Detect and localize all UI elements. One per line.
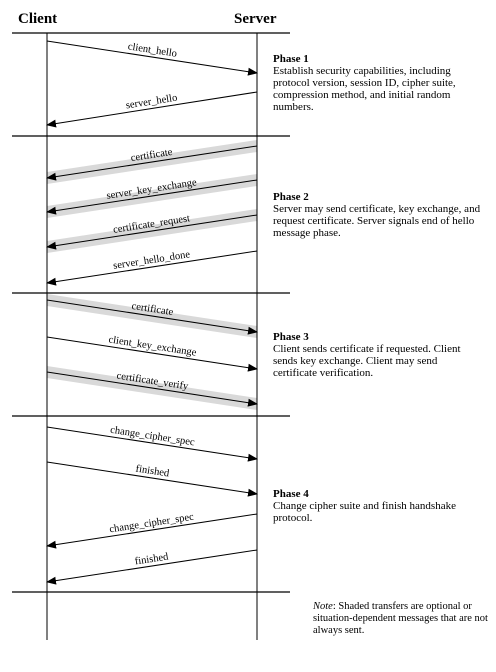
message-arrows: client_helloserver_hellocertificateserve…: [46, 40, 258, 585]
message-arrow: [46, 299, 258, 335]
note: Note: Shaded transfers are optional or s…: [313, 601, 488, 637]
phase-4-description: Change cipher suite and finish handshake…: [273, 500, 456, 524]
note-text: : Shaded transfers are optional or situa…: [313, 601, 488, 636]
phase-3-title: Phase 3: [273, 331, 309, 343]
message-arrow: [46, 336, 258, 372]
phase-4-block: Phase 4 Change cipher suite and finish h…: [273, 488, 483, 524]
message-arrow: [46, 179, 258, 215]
phase-4-title: Phase 4: [273, 488, 309, 500]
phase-1-block: Phase 1 Establish security capabilities,…: [273, 53, 483, 113]
message-arrow: [46, 250, 258, 286]
message-label: server_hello_done: [112, 249, 191, 272]
shaded-transfers: [47, 140, 257, 410]
message-label: client_key_exchange: [108, 334, 198, 358]
message-arrow: [46, 371, 258, 407]
message-arrow: [46, 426, 258, 462]
message-label: change_cipher_spec: [109, 512, 195, 536]
phase-2-block: Phase 2 Server may send certificate, key…: [273, 191, 483, 239]
server-header: Server: [234, 11, 277, 27]
phase-3-block: Phase 3 Client sends certificate if requ…: [273, 331, 483, 379]
message-arrow: [46, 513, 258, 549]
client-header: Client: [18, 11, 57, 27]
message-arrow: [46, 91, 258, 128]
phase-1-description: Establish security capabilities, includi…: [273, 65, 456, 113]
message-arrow: [46, 40, 258, 76]
message-arrow: [46, 214, 258, 250]
phase-2-title: Phase 2: [273, 191, 309, 203]
note-label: Note: [313, 601, 333, 612]
message-label: finished: [135, 464, 171, 480]
phase-3-description: Client sends certificate if requested. C…: [273, 343, 461, 379]
message-label: finished: [134, 551, 170, 567]
message-arrow: [46, 549, 258, 585]
message-arrow: [46, 461, 258, 497]
message-arrow: [46, 145, 258, 181]
phase-1-title: Phase 1: [273, 53, 309, 65]
message-label: change_cipher_spec: [109, 425, 195, 449]
phase-2-description: Server may send certificate, key exchang…: [273, 203, 481, 239]
